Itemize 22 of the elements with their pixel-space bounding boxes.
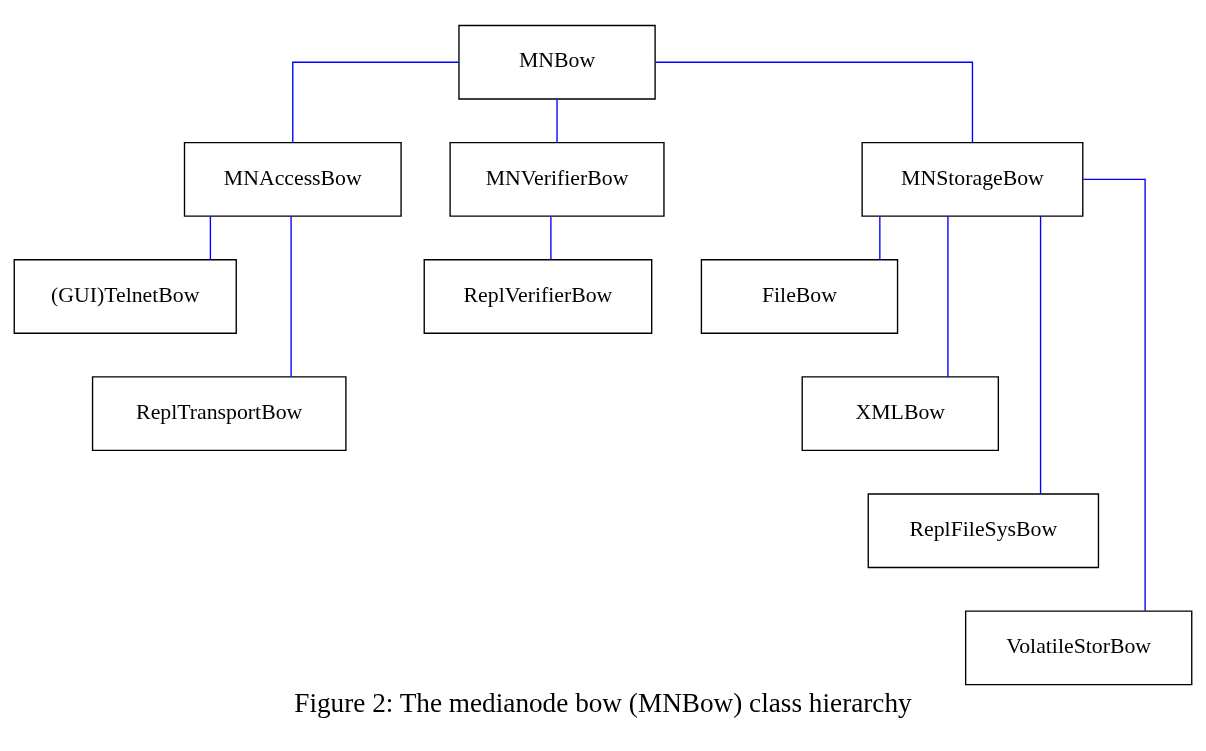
node-box: ReplTransportBow [91, 376, 347, 452]
connector [550, 215, 552, 261]
caption: Figure 2: The medianode bow (MNBow) class hierarchy [294, 687, 912, 718]
node-box: VolatileStorBow [964, 610, 1193, 686]
node-box: ReplVerifierBow [423, 259, 653, 334]
node-box: MNStorageBow [861, 141, 1084, 217]
connector [1039, 215, 1042, 495]
node-box: MNAccessBow [183, 141, 402, 217]
connector [947, 215, 949, 378]
connector [292, 61, 460, 143]
node-box: (GUI)TelnetBow [13, 259, 237, 334]
connector [209, 215, 212, 261]
node-box: MNVerifierBow [449, 141, 665, 217]
node-box: MNBow [458, 24, 656, 100]
connector [290, 215, 292, 378]
node-box: FileBow [700, 259, 899, 334]
connector [879, 215, 881, 261]
node-box: XMLBow [801, 376, 999, 452]
connector [556, 98, 558, 144]
connector [1082, 178, 1146, 612]
connector [654, 61, 974, 143]
node-box: ReplFileSysBow [867, 493, 1100, 569]
